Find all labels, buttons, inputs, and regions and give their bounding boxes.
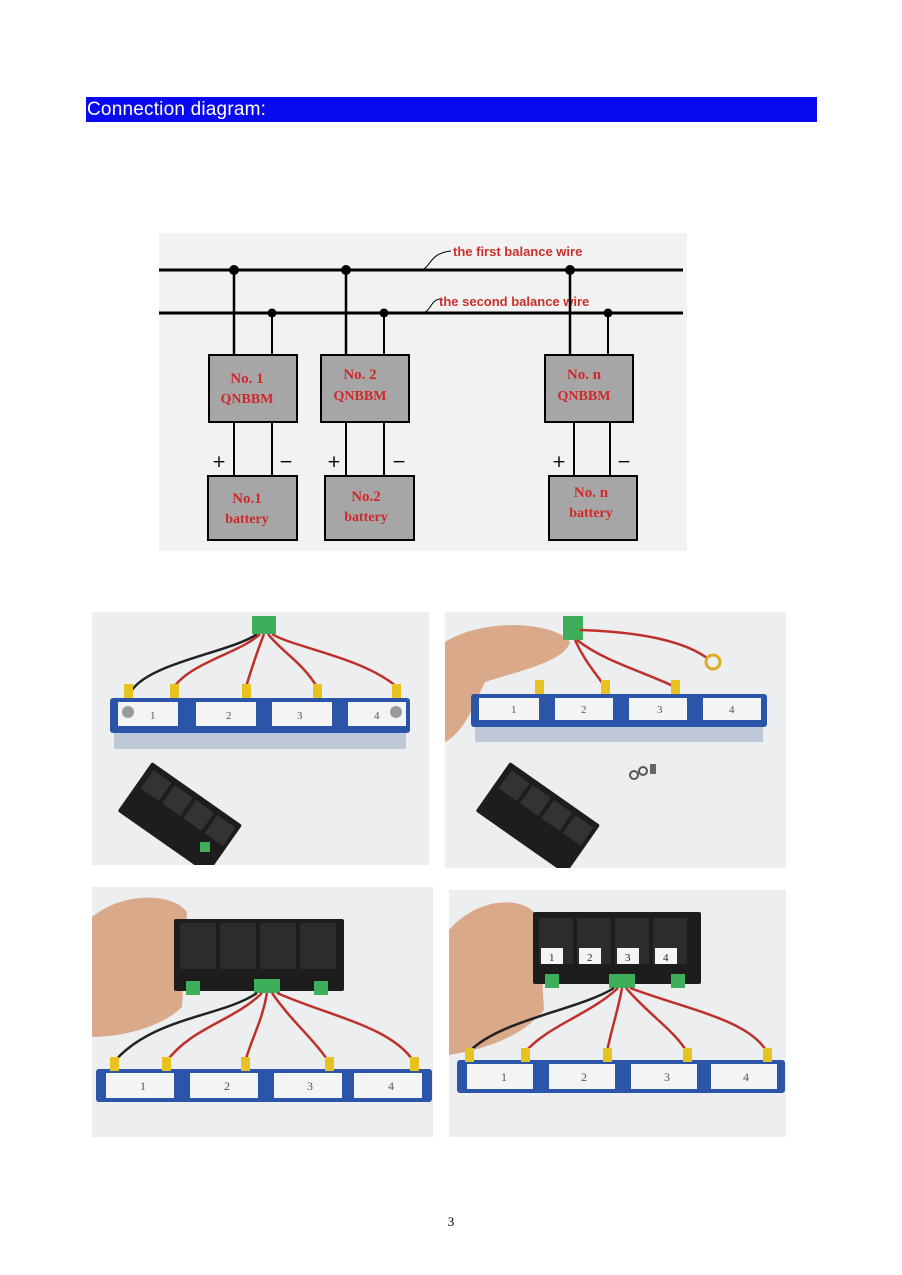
second-balance-wire-label: the second balance wire xyxy=(439,294,589,309)
photo1-cell-3: 3 xyxy=(297,710,303,722)
module-1-type: QNBBM xyxy=(221,392,274,407)
photo-battery-wiring-2: 1 2 3 4 xyxy=(445,612,786,868)
module-1-name: No. 1 xyxy=(230,371,263,387)
photo4-module-4: 4 xyxy=(663,952,669,964)
module-box-n xyxy=(544,354,634,423)
first-balance-wire-label: the first balance wire xyxy=(453,244,582,259)
module-n-name: No. n xyxy=(567,367,602,383)
photo4-module-2: 2 xyxy=(587,952,593,964)
module-2-plus: + xyxy=(327,452,341,472)
photo4-cell-3: 3 xyxy=(664,1070,670,1084)
photo1-cell-4: 4 xyxy=(374,710,380,722)
module-n-minus: − xyxy=(617,452,631,472)
photo3-cell-3: 3 xyxy=(307,1079,313,1093)
battery-box-2 xyxy=(324,475,415,541)
photo4-cell-4: 4 xyxy=(743,1070,749,1084)
photo4-module-3: 3 xyxy=(625,952,631,964)
module-n-plus: + xyxy=(552,452,566,472)
battery-2-label: battery xyxy=(344,510,388,525)
photo1-cell-2: 2 xyxy=(226,710,232,722)
battery-box-n xyxy=(548,475,638,541)
module-2-minus: − xyxy=(392,452,406,472)
photo2-cell-4: 4 xyxy=(729,704,735,716)
module-box-1 xyxy=(208,354,298,423)
battery-n-name: No. n xyxy=(574,485,609,501)
photo1-cell-1: 1 xyxy=(150,710,156,722)
module-n-type: QNBBM xyxy=(558,389,611,404)
photo3-cell-1: 1 xyxy=(140,1079,146,1093)
photo-battery-wiring-1: 1 2 3 4 xyxy=(92,612,429,865)
module-1-minus: − xyxy=(279,452,293,472)
section-heading: Connection diagram: xyxy=(86,97,817,122)
photo-battery-wiring-3: 1 2 3 4 xyxy=(92,887,433,1137)
module-2-name: No. 2 xyxy=(343,367,376,383)
photo3-cell-4: 4 xyxy=(388,1079,394,1093)
photo3-cell-2: 2 xyxy=(224,1079,230,1093)
module-2-type: QNBBM xyxy=(334,389,387,404)
photo4-cell-2: 2 xyxy=(581,1070,587,1084)
connection-diagram: the first balance wire the second balanc… xyxy=(159,233,687,551)
battery-n-label: battery xyxy=(569,506,613,521)
photo2-cell-1: 1 xyxy=(511,704,517,716)
photo-battery-wiring-4: 1 2 3 4 1 2 3 4 xyxy=(449,890,786,1137)
battery-2-name: No.2 xyxy=(351,489,381,505)
battery-box-1 xyxy=(207,475,298,541)
photo4-module-1: 1 xyxy=(549,952,555,964)
photo2-cell-2: 2 xyxy=(581,704,587,716)
module-box-2 xyxy=(320,354,410,423)
page-number: 3 xyxy=(447,1214,455,1229)
battery-1-label: battery xyxy=(225,512,269,527)
battery-1-name: No.1 xyxy=(232,491,262,507)
photo2-cell-3: 3 xyxy=(657,704,663,716)
photo4-cell-1: 1 xyxy=(501,1070,507,1084)
module-1-plus: + xyxy=(212,452,226,472)
